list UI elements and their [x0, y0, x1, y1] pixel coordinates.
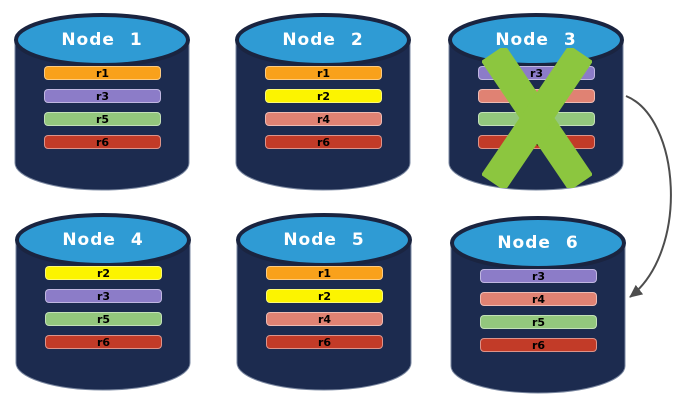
replica-row: r3	[44, 89, 161, 103]
replica-row: r4	[480, 292, 597, 306]
replica-rows: r1 r3 r5 r6	[44, 66, 161, 158]
replica-row: r3	[45, 289, 162, 303]
replica-rows: r3 r4 r5 r6	[480, 269, 597, 361]
node-title: Node 2	[282, 30, 364, 50]
replica-label: r5	[531, 315, 546, 329]
replica-label: r6	[531, 338, 546, 352]
node-title: Node 4	[62, 230, 144, 250]
replica-label: r5	[96, 312, 111, 326]
replica-label: r4	[531, 292, 546, 306]
replica-label: r3	[529, 66, 544, 80]
node-4: Node 4 r2 r3 r5 r6	[14, 211, 192, 397]
node-title: Node 5	[283, 230, 365, 250]
replica-row: r3	[480, 269, 597, 283]
replica-label: r1	[316, 66, 331, 80]
replica-row: r6	[44, 135, 161, 149]
node-2: Node 2 r1 r2 r4 r6	[234, 11, 412, 197]
replica-row: r6	[266, 335, 383, 349]
replica-row: r2	[266, 289, 383, 303]
replica-label: r6	[96, 335, 111, 349]
replica-row: r6	[480, 338, 597, 352]
replica-row: r5	[480, 315, 597, 329]
replica-rows: r2 r3 r5 r6	[45, 266, 162, 358]
replica-label: r1	[317, 266, 332, 280]
replica-label: r4	[317, 312, 332, 326]
node-title: Node 6	[497, 233, 579, 253]
cylinder-top	[14, 13, 190, 67]
replica-row: r1	[266, 266, 383, 280]
replica-label: r6	[316, 135, 331, 149]
replica-row: r1	[44, 66, 161, 80]
replica-rows: r1 r2 r4 r6	[265, 66, 382, 158]
replica-label: r3	[531, 269, 546, 283]
replica-label: r2	[316, 89, 331, 103]
node-title: Node 1	[61, 30, 143, 50]
replica-row: r2	[45, 266, 162, 280]
node-1: Node 1 r1 r3 r5 r6	[13, 11, 191, 197]
replica-row: r5	[44, 112, 161, 126]
replica-row: r6	[45, 335, 162, 349]
cylinder-top	[235, 13, 411, 67]
cylinder-top	[236, 213, 412, 267]
cylinder-top	[450, 216, 626, 270]
replica-row: r6	[265, 135, 382, 149]
replica-label: r3	[96, 289, 111, 303]
replica-label: r1	[95, 66, 110, 80]
failure-x-icon	[482, 48, 592, 188]
replica-row: r4	[265, 112, 382, 126]
replica-label: r6	[95, 135, 110, 149]
replica-label: r4	[316, 112, 331, 126]
replica-row: r4	[266, 312, 383, 326]
replica-row: r5	[45, 312, 162, 326]
replica-rows: r1 r2 r4 r6	[266, 266, 383, 358]
replica-label: r2	[317, 289, 332, 303]
node-5: Node 5 r1 r2 r4 r6	[235, 211, 413, 397]
replica-row: r2	[265, 89, 382, 103]
arrow-path	[625, 95, 672, 298]
node-title: Node 3	[495, 30, 577, 50]
replica-label: r2	[96, 266, 111, 280]
replica-label: r3	[95, 89, 110, 103]
replica-label: r6	[317, 335, 332, 349]
node-6: Node 6 r3 r4 r5 r6	[449, 214, 627, 400]
replica-label: r5	[95, 112, 110, 126]
x-stroke	[482, 48, 592, 188]
cylinder-top	[15, 213, 191, 267]
replica-row: r1	[265, 66, 382, 80]
